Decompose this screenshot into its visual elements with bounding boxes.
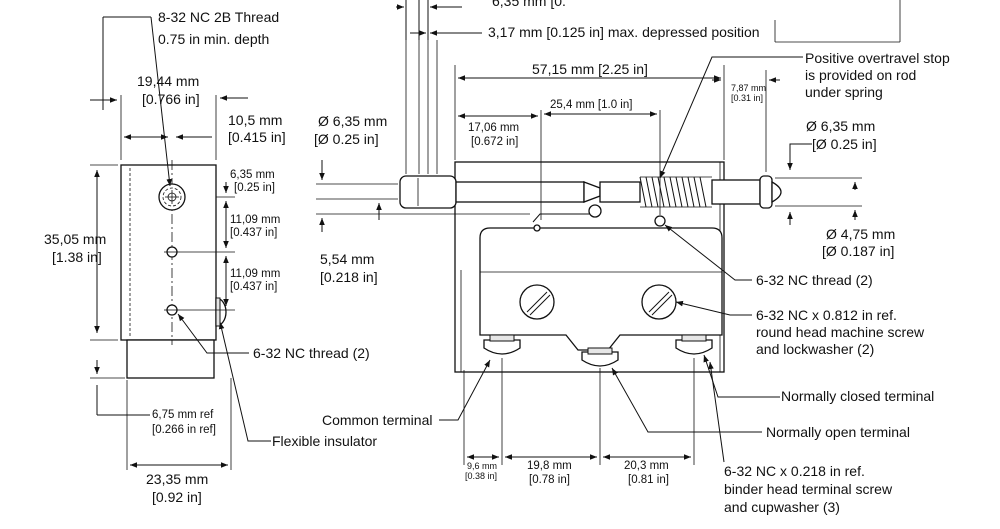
dim-198-in: [0.78 in] — [529, 474, 570, 486]
small-dim-in: [0.31 in] — [731, 93, 763, 103]
hole2-mm: 11,09 mm — [230, 214, 280, 226]
overtravel-note-1: Positive overtravel stop — [805, 50, 950, 66]
plunger-rod — [455, 181, 585, 203]
terminal-left — [483, 334, 521, 355]
dim-96-mm: 9,6 mm — [467, 461, 497, 471]
height-in: [1.38 in] — [52, 249, 102, 265]
dim-554-mm: 5,54 mm — [320, 251, 374, 267]
height-mm: 35,05 mm — [44, 231, 106, 247]
overtravel-note-2: is provided on rod — [805, 67, 916, 83]
dim-203-mm: 20,3 mm — [624, 460, 669, 472]
thread-label-1: 8-32 NC 2B Thread — [158, 9, 279, 25]
spring — [639, 176, 712, 208]
rod-end — [759, 175, 773, 209]
base-width-in: [0.92 in] — [152, 489, 202, 505]
terminal-screw-3: and cupwasher (3) — [724, 499, 840, 515]
body-screw-left — [519, 284, 555, 320]
dim-554-in: [0.218 in] — [320, 269, 378, 285]
front-thread-label: 6-32 NC thread (2) — [756, 272, 873, 288]
dim-198-mm: 19,8 mm — [527, 460, 572, 472]
width-outer-mm: 19,44 mm — [137, 73, 199, 89]
width-outer-in: [0.766 in] — [142, 91, 200, 107]
rod-dia-right-mm: Ø 6,35 mm — [806, 118, 875, 134]
thread-label-2: 0.75 in min. depth — [158, 31, 269, 47]
actuator-lever — [532, 213, 590, 223]
terminal-screw-1: 6-32 NC x 0.218 in ref. — [724, 463, 865, 479]
rod-dia-in: [Ø 0.25 in] — [314, 131, 379, 147]
side-base — [126, 339, 215, 379]
dim-25-label: 25,4 mm [1.0 in] — [550, 99, 632, 111]
max-depressed-label: 3,17 mm [0.125 in] max. depressed positi… — [488, 24, 760, 40]
terminal-right — [675, 334, 713, 355]
hole-low — [164, 304, 180, 316]
threaded-hole — [158, 183, 186, 211]
side-thread-2: 6-32 NC thread (2) — [253, 345, 370, 361]
screw-note-2: round head machine screw — [756, 324, 925, 340]
hole1-mm: 6,35 mm — [230, 169, 275, 181]
plunger-cap — [399, 175, 457, 209]
width-inner-in: [0.415 in] — [228, 129, 286, 145]
hole3-in: [0.437 in] — [230, 281, 277, 293]
hole3-mm: 11,09 mm — [230, 268, 280, 280]
no-terminal-label: Normally open terminal — [766, 424, 910, 440]
screw-note-1: 6-32 NC x 0.812 in ref. — [756, 307, 897, 323]
dim-17-in: [0.672 in] — [471, 136, 518, 148]
hole1-in: [0.25 in] — [234, 182, 275, 194]
terminal-screw-2: binder head terminal screw — [724, 481, 893, 497]
ref-depth-in: [0.266 in ref] — [152, 424, 216, 436]
body-screw-right — [641, 284, 677, 320]
dim-17-mm: 17,06 mm — [468, 122, 519, 134]
hole-mid — [164, 246, 180, 258]
switch-body — [479, 227, 723, 351]
hole2-in: [0.437 in] — [230, 227, 277, 239]
ref-depth-mm: 6,75 mm ref — [152, 409, 214, 421]
flexible-insulator-label: Flexible insulator — [272, 433, 377, 449]
common-terminal-label: Common terminal — [322, 412, 432, 428]
dia-475-mm: Ø 4,75 mm — [826, 226, 895, 242]
top-screw — [654, 215, 666, 227]
nc-terminal-label: Normally closed terminal — [781, 388, 934, 404]
top-cut-text: 6,35 mm [0. — [492, 0, 566, 9]
base-width-mm: 23,35 mm — [146, 471, 208, 487]
front-view: 6,35 mm [0. 3,17 mm [0.125 in] max. depr… — [314, 0, 950, 515]
width-inner-mm: 10,5 mm — [228, 112, 282, 128]
dim-96-in: [0.38 in] — [465, 471, 497, 481]
rod-dia-right-in: [Ø 0.25 in] — [812, 136, 877, 152]
rod-dia-mm: Ø 6,35 mm — [318, 113, 387, 129]
overtravel-note-3: under spring — [805, 84, 883, 100]
terminal-center — [581, 347, 619, 367]
dia-475-in: [Ø 0.187 in] — [822, 243, 894, 259]
side-view: 8-32 NC 2B Thread 0.75 in min. depth 19,… — [44, 9, 377, 505]
screw-note-3: and lockwasher (2) — [756, 341, 874, 357]
overall-length-label: 57,15 mm [2.25 in] — [532, 61, 648, 77]
small-dim-mm: 7,87 mm — [731, 83, 766, 93]
dim-203-in: [0.81 in] — [628, 474, 669, 486]
